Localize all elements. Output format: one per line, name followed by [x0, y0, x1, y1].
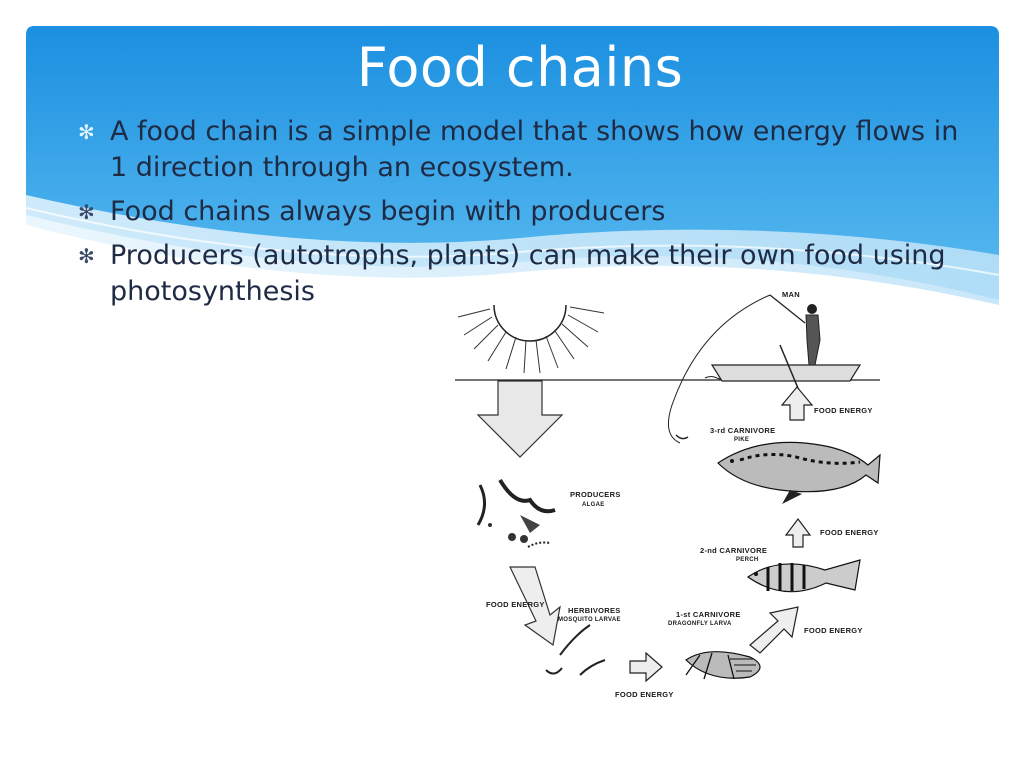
algae-icon	[476, 478, 556, 548]
label-man: MAN	[782, 290, 800, 299]
bullet-item: ✻ A food chain is a simple model that sh…	[78, 114, 978, 186]
label-pike: PIKE	[734, 437, 749, 443]
diagonal-arrow-icon	[509, 566, 561, 647]
label-dragonfly-larva: DRAGONFLY LARVA	[668, 621, 732, 627]
right-arrow-icon	[629, 651, 663, 683]
asterisk-icon: ✻	[78, 120, 95, 144]
label-food-energy: FOOD ENERGY	[804, 626, 863, 635]
label-mosquito-larvae: MOSQUITO LARVAE	[558, 617, 621, 623]
up-arrow-icon	[780, 386, 814, 421]
asterisk-icon: ✻	[78, 244, 95, 268]
dragonfly-larva-icon	[685, 651, 761, 680]
sun-icon	[457, 304, 605, 374]
label-food-energy: FOOD ENERGY	[486, 600, 545, 609]
perch-fish-icon	[746, 559, 861, 593]
bullet-item: ✻ Food chains always begin with producer…	[78, 194, 978, 230]
bullet-text: Producers (autotrophs, plants) can make …	[110, 240, 946, 307]
label-third-carnivore: 3-rd CARNIVORE	[710, 426, 775, 435]
asterisk-icon: ✻	[78, 200, 95, 224]
mosquito-larvae-icon	[545, 624, 606, 676]
light-arrow-icon	[476, 380, 564, 458]
slide-title: Food chains	[356, 36, 684, 99]
bullet-list: ✻ A food chain is a simple model that sh…	[78, 114, 978, 318]
label-producers: PRODUCERS	[570, 490, 621, 499]
up-arrow-icon	[784, 518, 812, 548]
label-perch: PERCH	[736, 557, 759, 563]
label-food-energy: FOOD ENERGY	[820, 528, 879, 537]
bullet-text: Food chains always begin with producers	[110, 196, 666, 227]
fisherman-icon	[667, 294, 862, 444]
label-herbivores: HERBIVORES	[568, 606, 621, 615]
label-food-energy: FOOD ENERGY	[814, 406, 873, 415]
label-second-carnivore: 2-nd CARNIVORE	[700, 546, 767, 555]
bullet-text: A food chain is a simple model that show…	[110, 116, 959, 183]
header-wave-edge	[25, 207, 1000, 276]
curved-arrow-icon	[749, 606, 799, 654]
food-chain-diagram: MAN FOOD ENERGY 3-rd CARNIVORE PIKE PROD…	[455, 290, 881, 699]
pike-fish-icon	[717, 441, 881, 504]
label-first-carnivore: 1-st CARNIVORE	[676, 610, 741, 619]
bullet-item: ✻ Producers (autotrophs, plants) can mak…	[78, 238, 978, 310]
label-algae: ALGAE	[582, 502, 605, 508]
label-food-energy: FOOD ENERGY	[615, 690, 674, 699]
header-wave-light	[26, 195, 999, 305]
